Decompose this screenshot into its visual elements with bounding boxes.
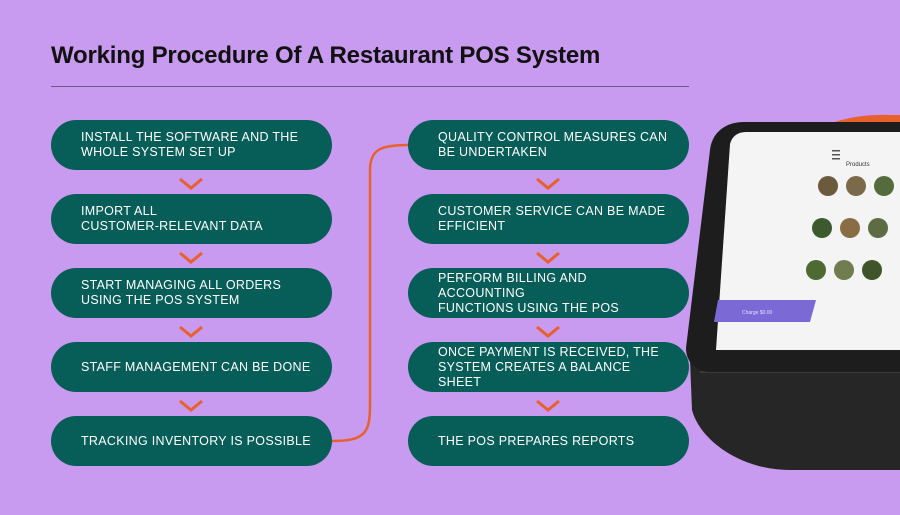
step-4: STAFF MANAGEMENT CAN BE DONE [51,342,332,392]
step-9-line-2: SYSTEM CREATES A BALANCE SHEET [438,359,631,389]
step-3-line-1: START MANAGING ALL ORDERS [81,278,282,292]
step-1-line-1: INSTALL THE SOFTWARE AND THE [81,130,299,144]
chevron-down-icon [536,399,560,412]
chevron-down-icon [536,177,560,190]
step-6-line-2: BE UNDERTAKEN [438,145,548,159]
step-5: TRACKING INVENTORY IS POSSIBLE [51,416,332,466]
step-10-line-1: THE POS PREPARES REPORTS [438,433,635,448]
step-2-line-1: IMPORT ALL [81,204,158,218]
chevron-down-icon [179,399,203,412]
step-8-line-1: PERFORM BILLING AND ACCOUNTING [438,270,587,300]
title-divider [51,86,689,87]
step-7-line-1: CUSTOMER SERVICE CAN BE MADE [438,204,666,218]
chevron-down-icon [179,177,203,190]
step-8-line-2: FUNCTIONS USING THE POS [438,300,619,315]
step-3-line-2: USING THE POS SYSTEM [81,293,240,307]
screen-title: Products [846,162,870,168]
charge-button [714,300,816,322]
chevron-down-icon [536,251,560,264]
page-title: Working Procedure Of A Restaurant POS Sy… [51,42,601,69]
chevron-down-icon [179,325,203,338]
pos-device-illustration: Products Charge $0.00 [686,114,900,470]
step-7-line-2: EFFICIENT [438,219,506,233]
step-10: THE POS PREPARES REPORTS [408,416,689,466]
step-4-line-1: STAFF MANAGEMENT CAN BE DONE [81,359,311,374]
chevron-down-icon [179,251,203,264]
chevron-down-icon [536,325,560,338]
pos-stand [690,346,900,470]
step-1-line-2: WHOLE SYSTEM SET UP [81,145,236,159]
step-5-line-1: TRACKING INVENTORY IS POSSIBLE [81,433,311,448]
step-9-line-1: ONCE PAYMENT IS RECEIVED, THE [438,344,660,359]
step-2-line-2: CUSTOMER-RELEVANT DATA [81,219,263,233]
step-6-line-1: QUALITY CONTROL MEASURES CAN [438,130,668,144]
charge-label: Charge $0.00 [742,310,773,316]
product-grid [806,176,894,280]
